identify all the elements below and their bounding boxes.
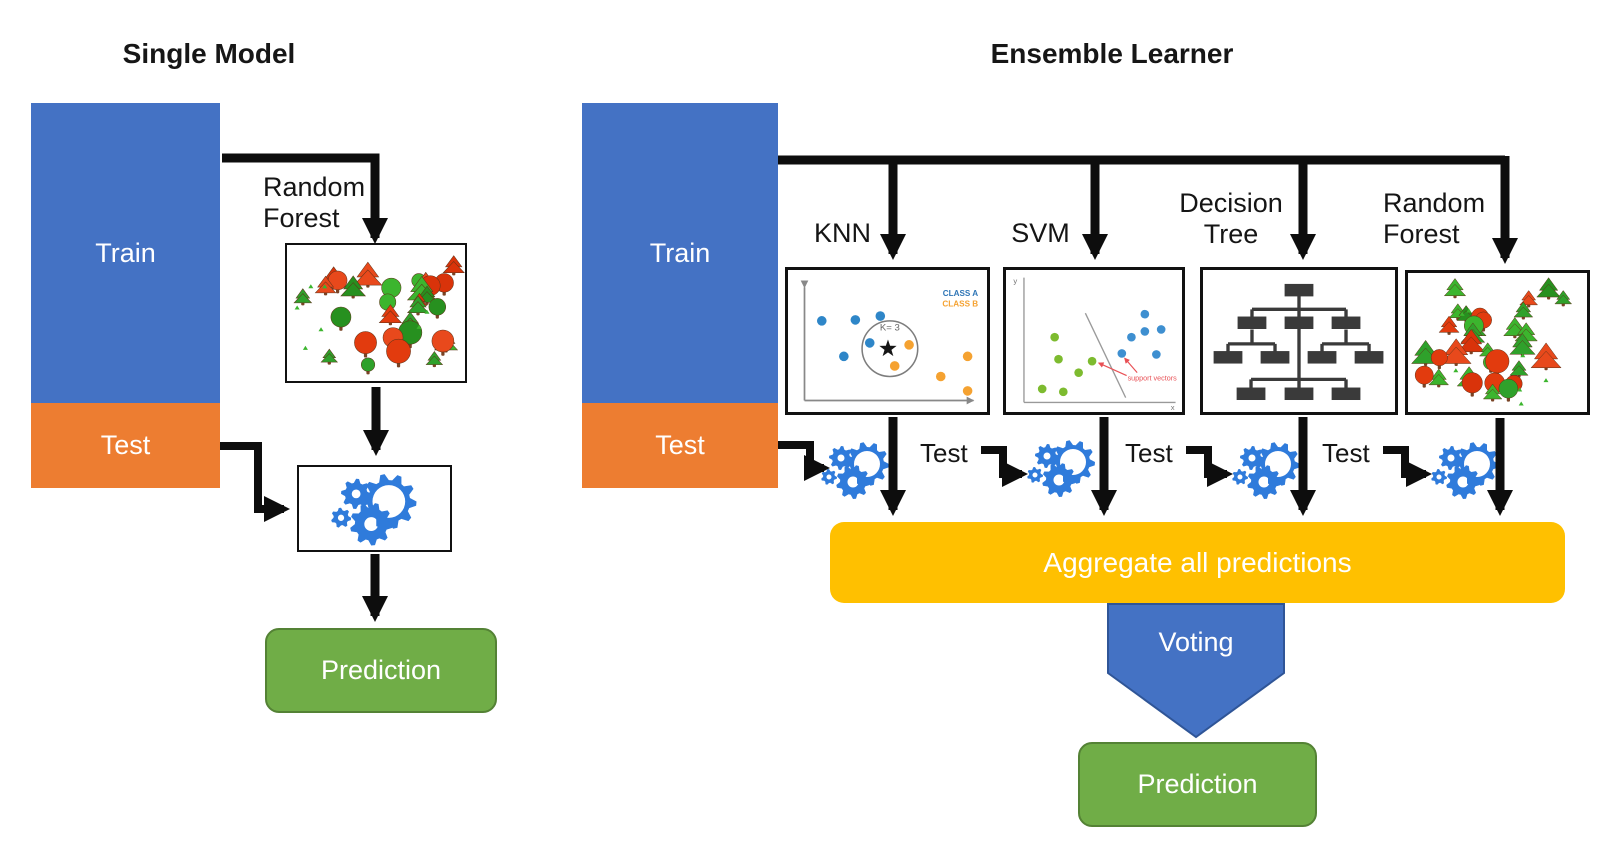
voting-arrow-shape: Voting [1107, 603, 1285, 739]
svm-image-box: y x support vectors [1003, 267, 1185, 415]
prediction-label-right: Prediction [1137, 769, 1258, 799]
gears-icon-svm [1026, 437, 1098, 499]
test-arrow-label-2: Test [1125, 438, 1173, 468]
test-label-left: Test [100, 430, 151, 460]
prediction-box-left: Prediction [265, 628, 497, 713]
title-ensemble-learner: Ensemble Learner [990, 38, 1234, 69]
model-label-knn: KNN [813, 218, 871, 248]
model-label-decision-tree: Decision Tree [1179, 188, 1283, 249]
prediction-box-right: Prediction [1078, 742, 1317, 827]
svm-plot: y x support vectors [1013, 276, 1178, 412]
train-label-left: Train [95, 237, 156, 268]
voting-polygon [1107, 603, 1285, 739]
train-label-right: Train [649, 237, 711, 268]
prediction-label-left: Prediction [320, 655, 442, 685]
model-label-random-forest-left: Random Forest [263, 172, 366, 233]
gears-icon [821, 442, 889, 499]
test-arrow-label-1: Test [920, 438, 968, 468]
train-block-right: Train [582, 103, 778, 403]
model-label-svm: SVM [1011, 218, 1070, 248]
svg-text:CLASS A: CLASS A [943, 289, 979, 298]
model-processing-box-left [297, 465, 452, 552]
gears-icon [330, 473, 417, 545]
forest-illustration-right [1411, 277, 1573, 406]
decision-tree-image-box [1200, 267, 1398, 415]
gears-icon-decision-tree [1231, 439, 1303, 501]
gears-icon [1232, 442, 1300, 499]
random-forest-image-left [285, 243, 467, 383]
svg-text:CLASS B: CLASS B [942, 299, 978, 308]
test-label-right: Test [655, 430, 705, 460]
random-forest-image-right [1405, 270, 1590, 415]
train-block-left: Train [31, 103, 220, 403]
voting-label: Voting [1158, 626, 1234, 657]
title-single-model: Single Model [122, 38, 296, 69]
aggregate-label: Aggregate all predictions [1043, 546, 1352, 578]
forest-illustration-left [293, 255, 465, 375]
test-block-left: Test [31, 403, 220, 488]
svg-text:support vectors: support vectors [1128, 373, 1178, 382]
test-arrow-label-3: Test [1322, 438, 1370, 468]
svg-text:x: x [1171, 403, 1175, 412]
gears-icon [1431, 442, 1499, 499]
aggregate-bar: Aggregate all predictions [830, 522, 1565, 603]
svg-text:y: y [1013, 276, 1017, 285]
decision-tree-diagram [1213, 283, 1384, 401]
gears-icon-knn [820, 439, 892, 501]
gears-icon-random-forest [1430, 439, 1502, 501]
voting-pentagon [1107, 603, 1285, 739]
model-label-random-forest-right: Random Forest [1383, 188, 1486, 249]
svg-text:K= 3: K= 3 [880, 322, 900, 333]
test-block-right: Test [582, 403, 778, 488]
gears-icon [1027, 440, 1095, 497]
